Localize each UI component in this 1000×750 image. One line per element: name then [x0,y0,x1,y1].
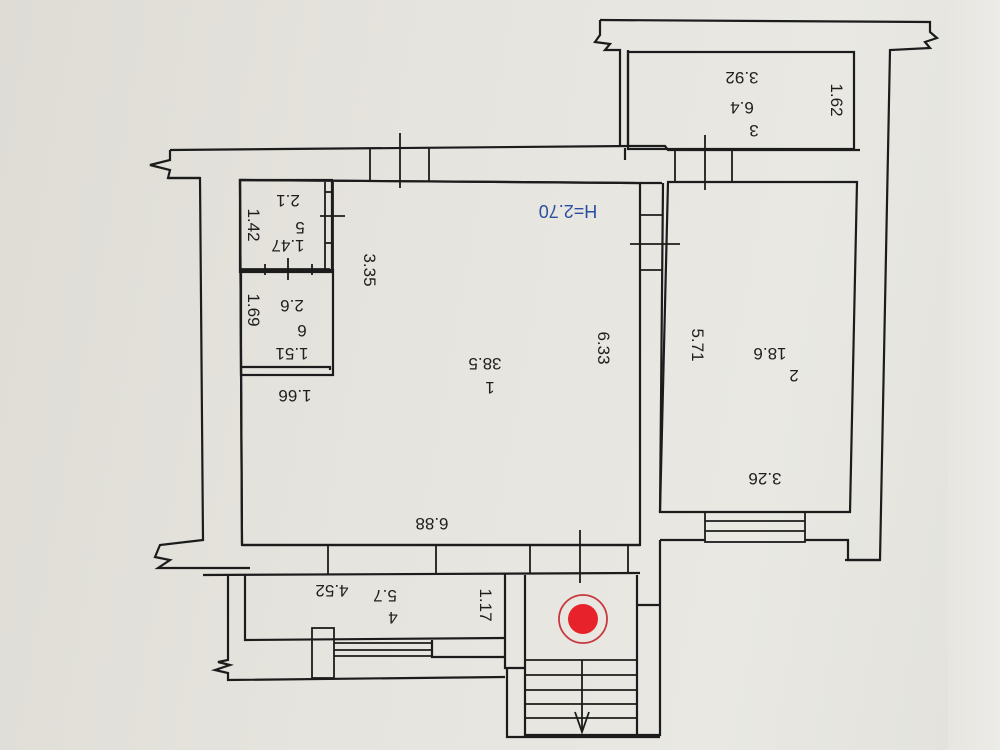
room-5-number: 5 [295,218,304,237]
room-4-area: 5.7 [373,586,397,605]
room-4 [210,575,506,682]
room-2-dim-depth: 5.71 [688,328,707,361]
room-2 [637,180,880,737]
ceiling-height-label: H=2.70 [539,201,598,221]
room-2-area: 18.6 [753,344,786,363]
room-6-dim-depth: 1.69 [244,293,263,326]
stairwell [503,573,660,739]
room-2-number: 2 [789,366,798,385]
paper-edge [948,0,1000,750]
room-4-dim-depth: 1.17 [476,588,495,621]
room-6-dim-width: 1.51 [275,344,308,363]
room-6-number: 6 [297,321,306,340]
room-1-dim-width: 6.88 [415,514,448,533]
room-1-number: 1 [485,378,494,397]
room-6 [239,258,335,377]
room-3-area: 6.4 [730,98,754,117]
marker-dot-icon [568,604,598,634]
room-5-dim-width: 1.47 [271,236,304,255]
room-3 [626,50,856,190]
room-1-dim-niche: 1.66 [278,386,311,405]
room-6-area: 2.6 [280,296,304,315]
location-marker [558,594,608,644]
labels: 3.92 6.4 3 1.62 H=2.70 2.1 5 1.42 1.47 2… [244,68,846,627]
room-3-number: 3 [749,121,758,140]
room-1-dim-depth: 6.33 [594,331,613,364]
room-2-dim-width: 3.26 [748,469,781,488]
room-1-dim-side: 3.35 [360,253,379,286]
room-4-dim-width: 4.52 [315,581,348,600]
marker-ring-icon [558,594,608,644]
bottom-wall [202,530,641,583]
room-5-area: 2.1 [276,191,300,210]
room-3-dim-width: 3.92 [725,68,758,87]
room-4-number: 4 [388,608,397,627]
room-5-dim-depth: 1.42 [244,208,263,241]
room-1-area: 38.5 [468,354,501,373]
room-3-dim-depth: 1.62 [827,83,846,116]
